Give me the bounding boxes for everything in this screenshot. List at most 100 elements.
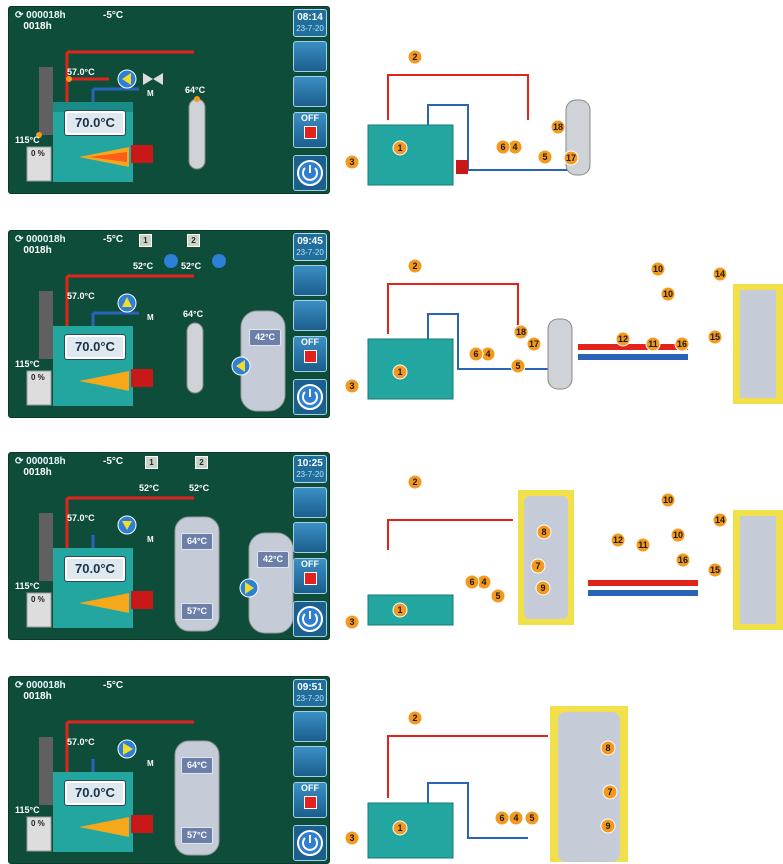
clock-date: 23-7-20 <box>294 470 326 479</box>
clock-time: 09:51 <box>294 681 326 694</box>
marker-label-5: 5 <box>495 591 500 601</box>
settings-button[interactable] <box>293 487 327 518</box>
hydraulic-separator <box>189 99 205 169</box>
outside-temp: -5°C <box>103 680 123 691</box>
off-button[interactable]: OFF <box>293 336 327 372</box>
outside-temp: -5°C <box>103 234 123 245</box>
clock-date: 23-7-20 <box>294 248 326 257</box>
marker-label-10: 10 <box>653 264 663 274</box>
marker-label-17: 17 <box>566 153 576 163</box>
control-panel-2: ⟳ 000018h 0018h -5°C 1 52°C 2 52°C 57.0°… <box>8 230 330 418</box>
mixer-label: M <box>147 535 154 544</box>
boiler-setpoint[interactable]: 70.0°C <box>65 111 125 135</box>
marker-label-6: 6 <box>473 349 478 359</box>
marker-label-2: 2 <box>412 261 417 271</box>
buffer-top-temp: 64°C <box>181 533 213 550</box>
boiler-setpoint[interactable]: 70.0°C <box>65 557 125 581</box>
buffer-bottom-temp: 57°C <box>181 603 213 620</box>
circuit-1-badge[interactable]: 1 <box>139 234 152 247</box>
marker-label-18: 18 <box>516 327 526 337</box>
flow-temp: 57.0°C <box>67 291 95 301</box>
circuit-2-badge[interactable]: 2 <box>187 234 200 247</box>
marker-label-8: 8 <box>541 527 546 537</box>
settings-button[interactable] <box>293 41 327 72</box>
clock-time: 09:45 <box>294 235 326 248</box>
power-icon <box>294 380 326 414</box>
outside-temp: -5°C <box>103 456 123 467</box>
marker-label-18: 18 <box>553 122 563 132</box>
marker-label-15: 15 <box>710 565 720 575</box>
fuel-level: 0 % <box>31 373 45 382</box>
panel-4-scene <box>9 677 330 864</box>
off-button[interactable]: OFF <box>293 782 327 818</box>
side-toolbar: 08:14 23-7-20 OFF <box>293 9 327 191</box>
marker-label-5: 5 <box>515 361 520 371</box>
boiler-setpoint[interactable]: 70.0°C <box>65 781 125 805</box>
flue-temp: 115°C <box>15 805 40 815</box>
marker-label-14: 14 <box>715 269 725 279</box>
chimney <box>39 67 53 135</box>
circuit-2-temp: 52°C <box>181 261 201 271</box>
power-button[interactable] <box>293 825 327 861</box>
circuit-1-temp: 52°C <box>139 483 159 493</box>
separator-temp: 64°C <box>183 309 203 319</box>
off-label: OFF <box>301 337 319 347</box>
burner-icon <box>131 145 153 163</box>
clock-date: 23-7-20 <box>294 694 326 703</box>
marker-label-17: 17 <box>529 339 539 349</box>
navigation-button[interactable] <box>293 300 327 331</box>
dhw-temp: 42°C <box>257 551 289 568</box>
marker-label-10: 10 <box>663 289 673 299</box>
marker-label-6: 6 <box>499 813 504 823</box>
counter-daily: 0018h <box>23 21 51 32</box>
marker-label-6: 6 <box>469 577 474 587</box>
marker-label-11: 11 <box>638 540 648 550</box>
circuit-2-badge[interactable]: 2 <box>195 456 208 469</box>
control-panel-1: ⟳ 000018h 0018h -5°C 57.0°C 70.0°C 115°C… <box>8 6 330 194</box>
flue-temp: 115°C <box>15 359 40 369</box>
settings-button[interactable] <box>293 711 327 742</box>
panel-3-scene <box>9 453 330 640</box>
power-icon <box>294 826 326 860</box>
power-button[interactable] <box>293 379 327 415</box>
settings-button[interactable] <box>293 265 327 296</box>
marker-label-15: 15 <box>710 332 720 342</box>
off-button[interactable]: OFF <box>293 558 327 594</box>
off-button[interactable]: OFF <box>293 112 327 148</box>
counter-total: 000018h <box>26 680 65 691</box>
clock-button[interactable]: 08:14 23-7-20 <box>293 9 327 37</box>
clock-time: 08:14 <box>294 11 326 24</box>
marker-label-5: 5 <box>542 152 547 162</box>
dhw-temp: 42°C <box>249 329 281 346</box>
marker-label-3: 3 <box>349 157 354 167</box>
power-button[interactable] <box>293 155 327 191</box>
marker-label-3: 3 <box>349 833 354 843</box>
mixer-label: M <box>147 759 154 768</box>
schematic-1: 1234561718 <box>338 40 638 200</box>
marker-label-12: 12 <box>618 334 628 344</box>
panel-1-scene <box>9 7 330 194</box>
power-button[interactable] <box>293 601 327 637</box>
marker-label-5: 5 <box>529 813 534 823</box>
navigation-button[interactable] <box>293 746 327 777</box>
marker-label-2: 2 <box>412 713 417 723</box>
marker-label-1: 1 <box>397 823 402 833</box>
separator-temp: 64°C <box>185 85 205 95</box>
flow-temp: 57.0°C <box>67 513 95 523</box>
boiler-setpoint[interactable]: 70.0°C <box>65 335 125 359</box>
navigation-button[interactable] <box>293 76 327 107</box>
marker-label-11: 11 <box>648 339 658 349</box>
mixer-label: M <box>147 313 154 322</box>
navigation-button[interactable] <box>293 522 327 553</box>
marker-label-2: 2 <box>412 477 417 487</box>
counter-daily: 0018h <box>23 245 51 256</box>
flow-temp: 57.0°C <box>67 737 95 747</box>
panel-2-scene <box>9 231 330 418</box>
clock-time: 10:25 <box>294 457 326 470</box>
counter-daily: 0018h <box>23 691 51 702</box>
power-icon <box>294 602 326 636</box>
circuit-1-badge[interactable]: 1 <box>145 456 158 469</box>
